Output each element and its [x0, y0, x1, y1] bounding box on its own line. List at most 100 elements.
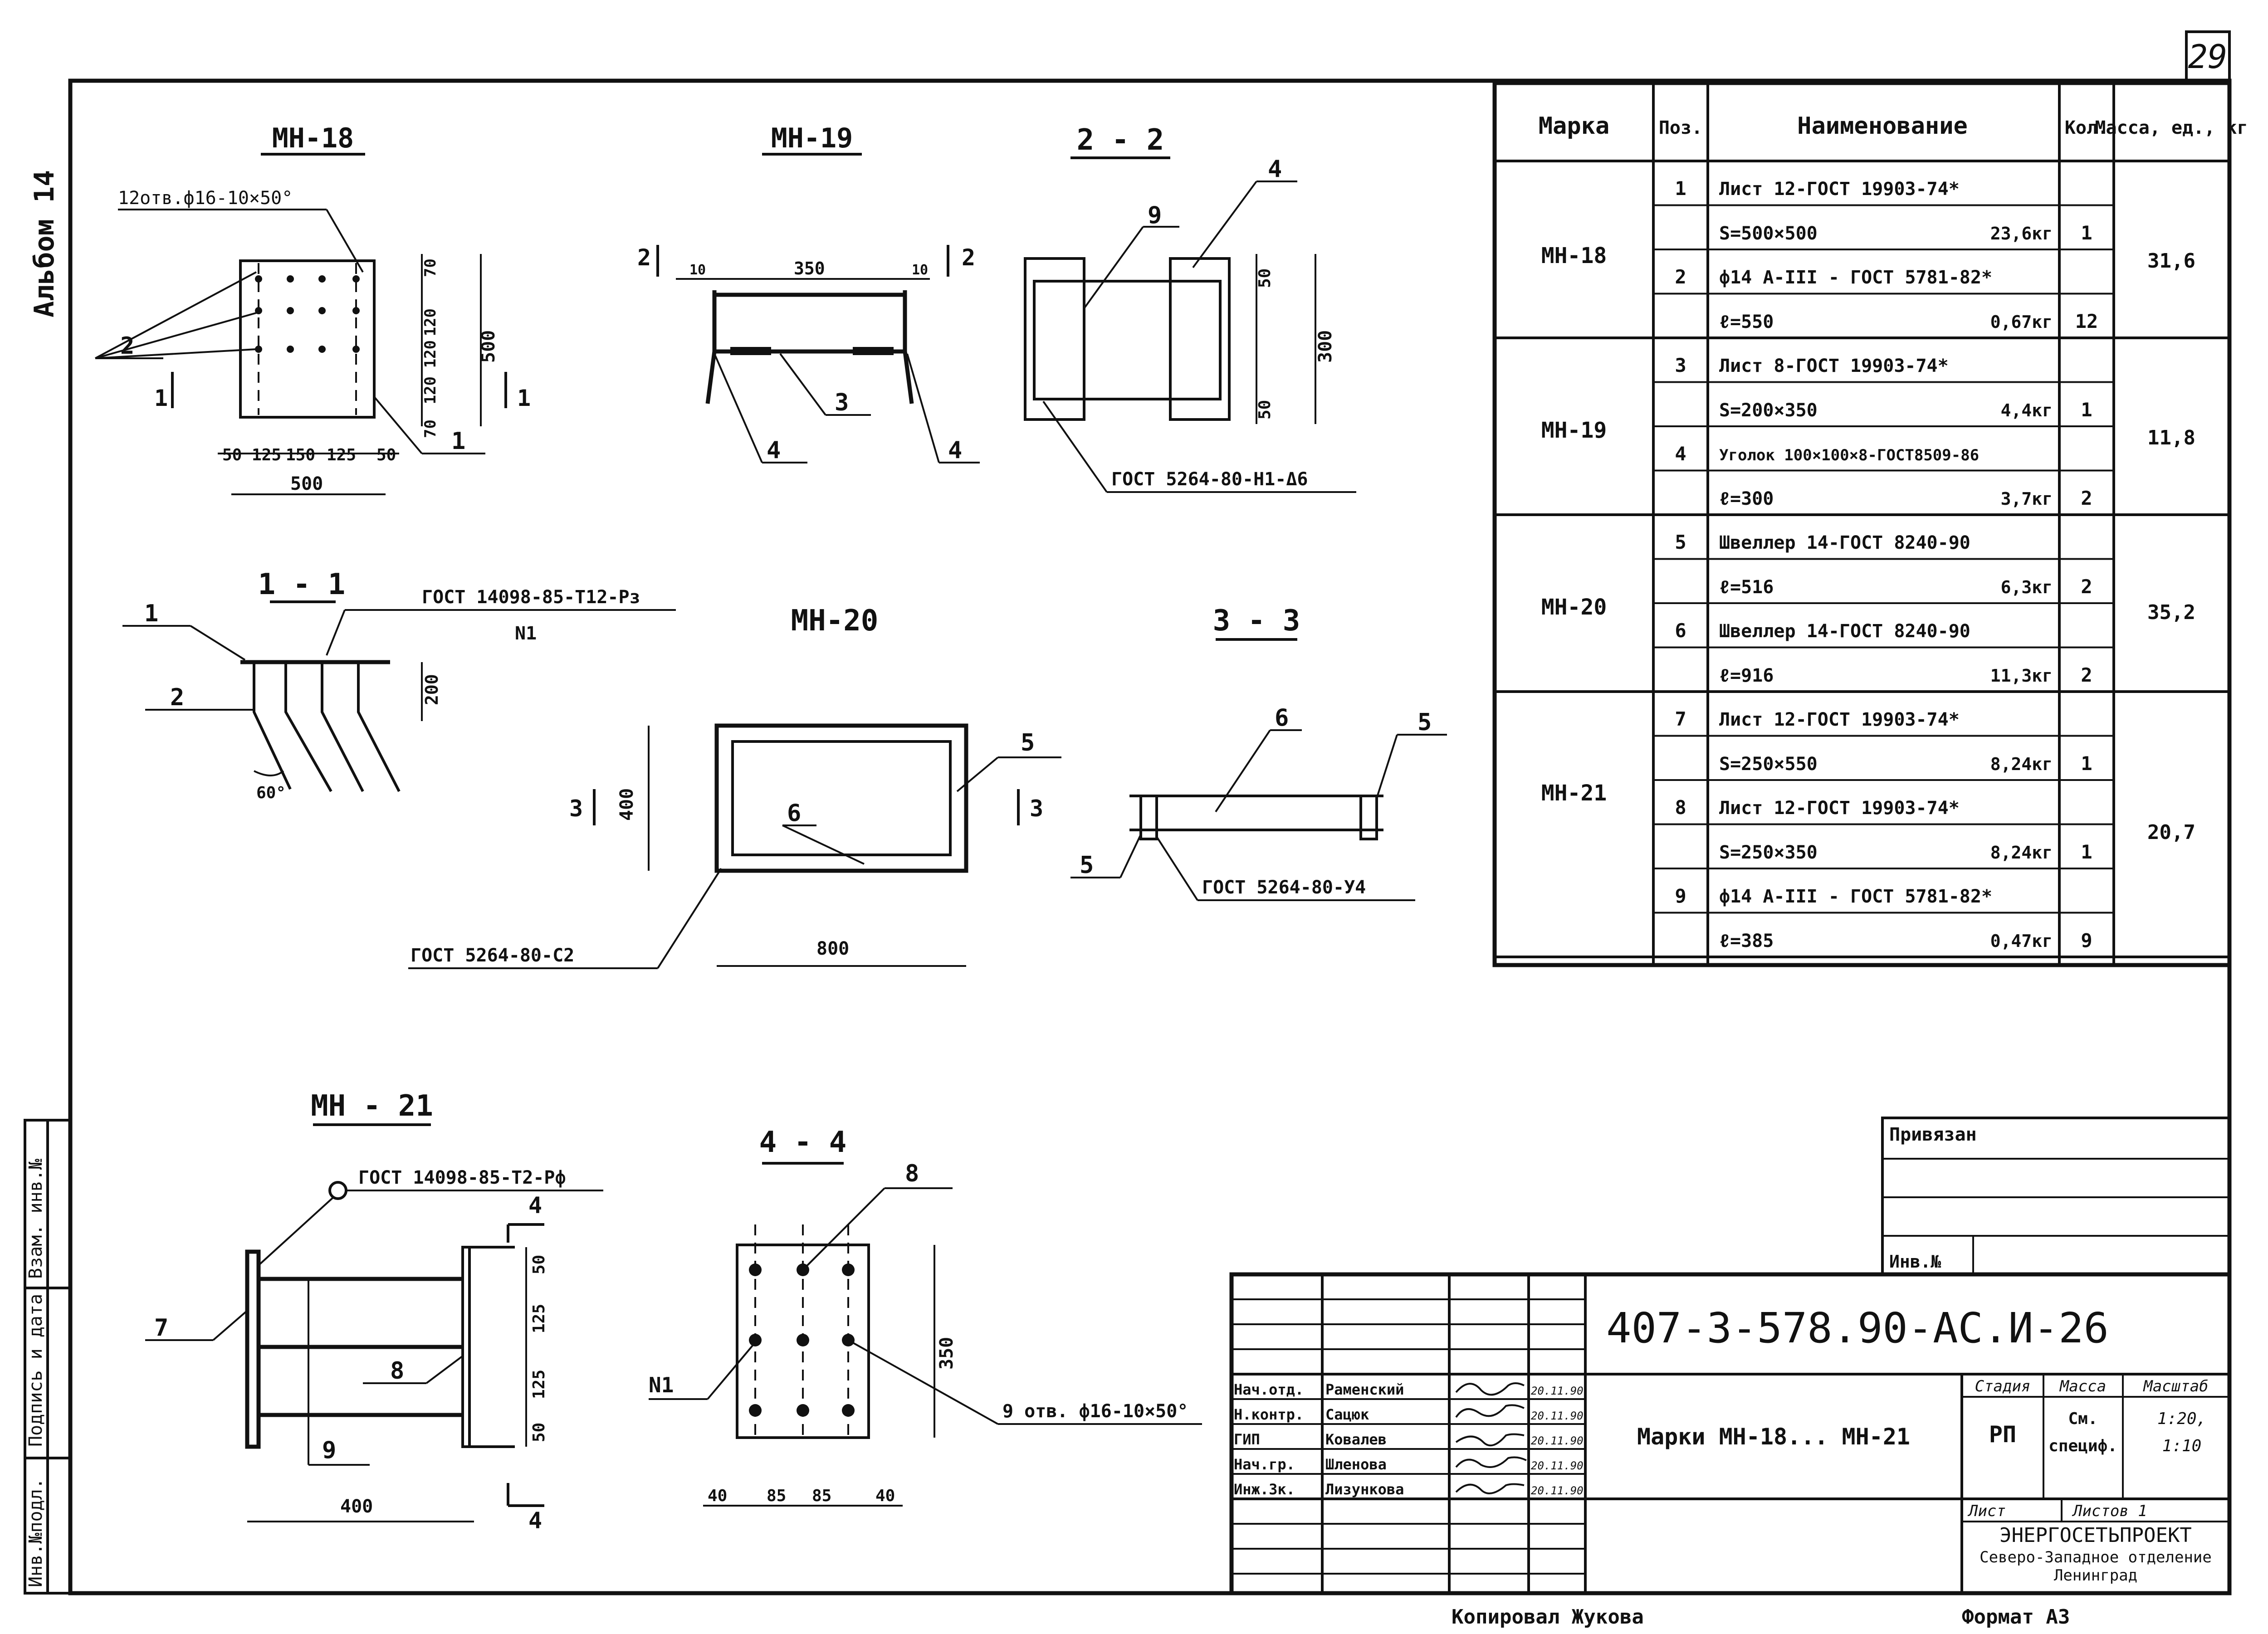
s22-title: 2 - 2: [1077, 123, 1164, 157]
tb-massa-2: специф.: [2048, 1437, 2117, 1455]
tb-massa-label: Масса: [2059, 1377, 2106, 1395]
spec-qty: 1: [2081, 399, 2092, 421]
mn19-pos4a: 4: [767, 437, 781, 464]
mn19-angle-right: [903, 290, 914, 404]
tb-stadia-label: Стадия: [1975, 1377, 2031, 1395]
mn19-cut-mark-l: 2: [637, 244, 651, 271]
mn21-pos7: 7: [154, 1314, 168, 1341]
view-s33: 3 - 3 6 5 5 ГОСТ 5264-80-У4: [1070, 604, 1447, 901]
mn21-title: МН - 21: [311, 1089, 433, 1123]
s33-pos5a-leader: [1376, 734, 1398, 799]
mn21-dim-400: 400: [340, 1496, 373, 1517]
view-mn20: МН-20 6 5 400 3 3 800 ГОСТ 5264-80-С2: [408, 604, 1061, 969]
s22-dim-50b: 50: [1256, 400, 1274, 419]
mn20-pos5-leader: [956, 756, 999, 792]
tb-org-3: Ленинград: [2054, 1566, 2137, 1585]
spec-name: Лист 12-ГОСТ 19903-74*: [1719, 179, 1960, 200]
mn20-pos5: 5: [1021, 729, 1035, 756]
tb-date: 20.11.90: [1531, 1434, 1584, 1447]
copied-by: Копировал Жукова: [1452, 1605, 1644, 1629]
mn18-dim-r2: 120: [421, 308, 440, 336]
s11-bar3: [321, 662, 364, 792]
spec-h-mass: Масса, ед., кг: [2095, 117, 2248, 138]
tb-masshtab-label: Масштаб: [2143, 1377, 2208, 1395]
s22-weld-note: ГОСТ 5264-80-Н1-Δ6: [1111, 469, 1308, 490]
spec-qty: 1: [2081, 752, 2092, 775]
s11-bar2: [284, 662, 332, 792]
s11-angle: 60°: [256, 784, 286, 802]
spec-pos: 1: [1675, 177, 1686, 200]
s44-hole: [749, 1404, 762, 1417]
tb-scale-2: 1:10: [2162, 1437, 2202, 1455]
tb-role: Инж.3к.: [1234, 1481, 1295, 1498]
mn20-pos6-leader: [782, 824, 865, 865]
mn19-dim-10b: 10: [912, 262, 928, 278]
spec-h-mark: Марка: [1539, 112, 1610, 140]
mn18-pos1: 1: [451, 428, 465, 455]
mn18-hole: [318, 307, 326, 314]
s44-holes-leader: [848, 1339, 998, 1425]
spec-name: ℓ=550: [1719, 312, 1774, 332]
mn21-plate7: [245, 1249, 261, 1449]
spec-pos: 5: [1675, 531, 1686, 553]
s44-hole: [842, 1404, 855, 1417]
mn19-title: МН-19: [771, 122, 853, 154]
s33-channel-right: [1359, 795, 1378, 840]
mn19-dim-350: 350: [794, 259, 825, 278]
spec-row-lines: [1495, 204, 2229, 958]
spec-name: ℓ=385: [1719, 931, 1774, 951]
s33-title: 3 - 3: [1213, 604, 1300, 638]
mn18-pos2-leader: [95, 348, 257, 359]
mn18-dim-r5: 70: [421, 419, 440, 438]
mn21-dim-r3: 125: [530, 1370, 548, 1399]
s44-n1: N1: [649, 1373, 674, 1397]
mn20-title: МН-20: [791, 604, 879, 638]
spec-kg: 0,47кг: [1990, 931, 2053, 951]
s44-dim-350: 350: [936, 1337, 957, 1370]
tb-role: ГИП: [1234, 1431, 1260, 1448]
mn19-dim-10a: 10: [689, 262, 706, 278]
tb-person: Сацюк: [1325, 1406, 1369, 1423]
mn20-cut-mark-r: 3: [1030, 795, 1043, 822]
s11-title: 1 - 1: [258, 568, 346, 601]
mn19-weld-l: [730, 347, 771, 355]
view-mn19: МН-19 2 2 350 10 10 3 4 4: [637, 122, 980, 464]
s33-channel-left: [1139, 795, 1158, 840]
spec-mark: МН-19: [1541, 418, 1607, 443]
mn19-angle-left: [705, 290, 717, 404]
privyazan-inv: Инв.№: [1889, 1252, 1941, 1272]
spec-kg: 4,4кг: [2001, 400, 2053, 420]
mn18-hole: [255, 275, 262, 283]
mn18-hole: [352, 307, 360, 314]
mn18-dim-b1: 50: [222, 446, 242, 464]
tb-list-label: Лист: [1967, 1502, 2006, 1520]
tb-org-1: ЭНЕРГОСЕТЬПРОЕКТ: [1999, 1524, 2192, 1547]
spec-kg: 3,7кг: [2001, 489, 2053, 509]
s44-dim-b2: 85: [767, 1487, 786, 1505]
tb-date: 20.11.90: [1531, 1385, 1584, 1397]
sheet-title: Марки МН-18... МН-21: [1637, 1424, 1910, 1450]
mn18-dim-b3: 150: [286, 446, 315, 464]
s22-dim-300: 300: [1315, 330, 1336, 363]
s44-hole: [797, 1404, 809, 1417]
mn21-pos8: 8: [390, 1357, 404, 1385]
mn20-cut-mark-l: 3: [569, 795, 583, 822]
tb-role: Нач.отд.: [1234, 1381, 1304, 1398]
tb-listov-label: Листов 1: [2072, 1502, 2147, 1520]
spec-table: Марка Поз. Наименование Кол. Масса, ед.,…: [1492, 81, 2248, 967]
s11-pos2: 2: [170, 684, 184, 711]
mn18-dim-total-h-label: 500: [478, 330, 499, 363]
spec-pos: 4: [1675, 443, 1686, 465]
album-label: Альбом 14: [29, 170, 60, 317]
s33-pos5a: 5: [1418, 709, 1432, 736]
mn19-cut-mark-r: 2: [962, 244, 975, 271]
spec-mass: 35,2: [2147, 601, 2195, 624]
s44-dim-b1: 40: [708, 1487, 727, 1505]
mn19-pos3: 3: [835, 389, 849, 416]
signature: [1455, 1483, 1525, 1494]
s22-pos9: 9: [1148, 202, 1162, 229]
s22-weld-leader: [1042, 400, 1108, 493]
mn21-dim-r1: 50: [530, 1255, 548, 1274]
tb-person: Шленова: [1325, 1456, 1387, 1473]
